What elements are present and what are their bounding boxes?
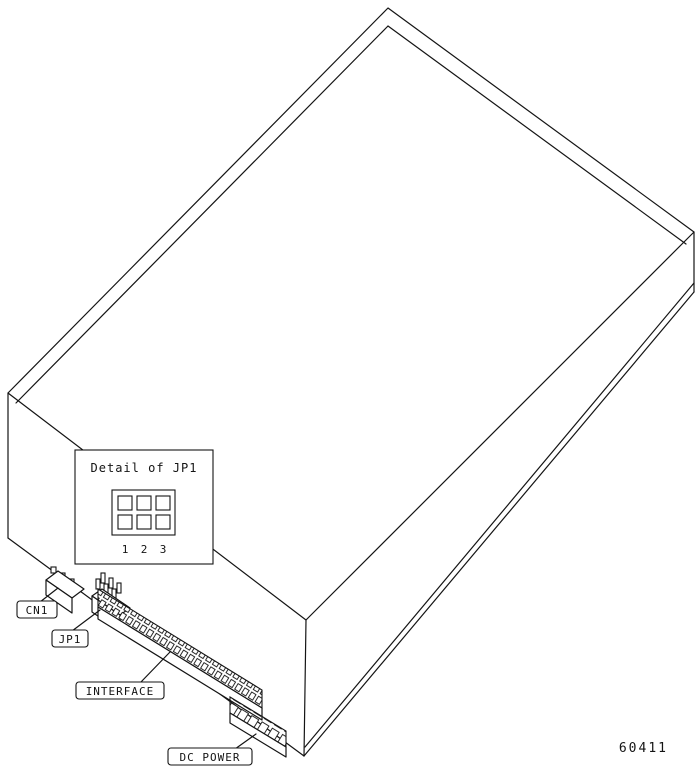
jumper-pin-pad [136, 495, 152, 511]
jumper-pin-pad [117, 514, 133, 530]
dc-power-label: DC POWER [180, 751, 241, 764]
jumper-pin-pad [155, 495, 171, 511]
jp1-pin [100, 572, 106, 584]
cn1-label-box [16, 600, 58, 619]
jp1-callout: JP1 [51, 609, 101, 648]
jp1-label: JP1 [59, 633, 82, 646]
cn1-label: CN1 [26, 604, 49, 617]
inset-pin-number-1: 1 [122, 543, 129, 556]
enclosure-front-vertical-edge [303, 619, 307, 757]
interface-callout: INTERFACE [75, 651, 171, 700]
jp1-pin [108, 577, 114, 589]
jp1-label-box [51, 629, 89, 648]
cn1-connector [45, 566, 85, 614]
jp1-leader-line [71, 609, 101, 632]
enclosure [7, 7, 695, 757]
inset-frame [74, 449, 214, 565]
interface-leader-line [139, 651, 171, 684]
jumper-pin-pad [117, 495, 133, 511]
cn1-pin [50, 566, 57, 574]
enclosure-rim-line-left [15, 25, 389, 404]
detail-inset: Detail of JP1 1 2 3 [74, 449, 214, 565]
enclosure-bottom-right-edge [303, 291, 695, 757]
dc-power-callout: DC POWER [167, 733, 257, 766]
interface-connector [97, 588, 263, 721]
cn1-callout: CN1 [16, 587, 59, 619]
figure-number: 60411 [619, 741, 668, 756]
interface-label: INTERFACE [86, 685, 155, 698]
cn1-body-front [45, 579, 73, 614]
dc-power-connector [229, 696, 287, 758]
jp1-pin [95, 578, 101, 590]
dc-power-leader-line [234, 733, 257, 750]
jp1-pin [116, 582, 122, 594]
enclosure-rim-line-right [387, 25, 687, 245]
enclosure-bottom-ledge-line [304, 282, 695, 748]
interface-label-box [75, 681, 165, 700]
jumper-pin-pad [136, 514, 152, 530]
inset-pin-number-3: 3 [160, 543, 167, 556]
inset-title: Detail of JP1 [91, 461, 198, 475]
cn1-leader-line [39, 587, 59, 603]
dc-power-label-box [167, 747, 253, 766]
inset-pin-number-2: 2 [141, 543, 148, 556]
jumper-pin-pad [155, 514, 171, 530]
dc-power-body-front [229, 712, 287, 758]
